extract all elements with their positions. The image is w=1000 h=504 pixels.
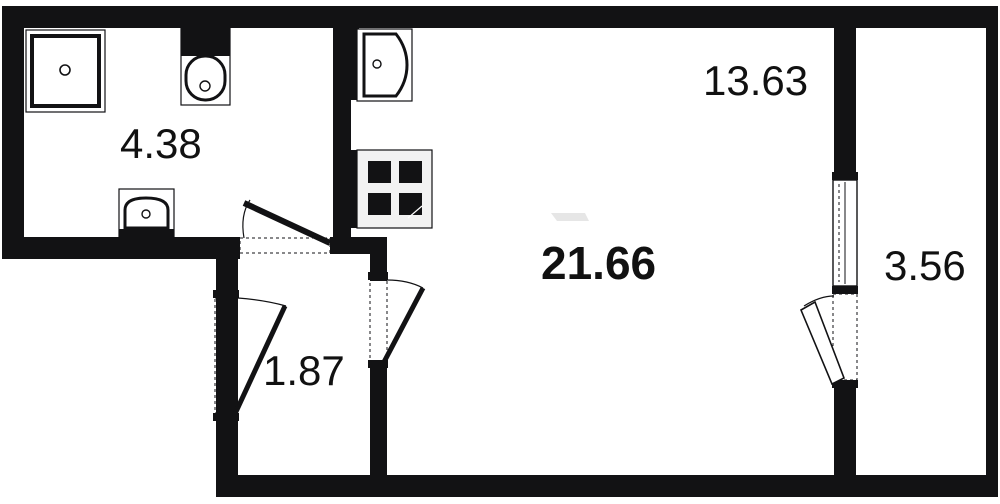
wall-stub: [368, 360, 388, 368]
cooktop-icon: [356, 149, 433, 229]
doors: [214, 179, 858, 418]
bathroom-door: [239, 199, 332, 254]
washbasin-icon: [118, 188, 175, 238]
wall-hallway-partition-bottom: [370, 363, 387, 477]
wall-bathroom-bottom: [2, 237, 240, 259]
bathroom-area-label: 4.38: [120, 120, 202, 167]
balcony-window: [832, 179, 858, 287]
kitchen-counter-strip-bottom: [351, 150, 359, 228]
wall-balcony-bottom: [834, 386, 856, 497]
toilet-icon: [180, 27, 231, 106]
kitchen-sink-icon: [356, 28, 413, 102]
wall-stub: [832, 286, 858, 294]
wall-hallway-left: [216, 237, 238, 494]
hallway-room-door: [369, 279, 426, 364]
kitchen-counter-strip-top: [351, 28, 359, 100]
total-area-label: 21.66: [541, 237, 657, 289]
wall-hallway-partition-top: [370, 237, 387, 281]
wall-bottom: [216, 475, 998, 497]
wall-balcony-top: [834, 6, 856, 178]
wall-stub: [832, 380, 858, 388]
shower-tray-icon: [25, 29, 106, 113]
main-room-area-label: 13.63: [703, 57, 809, 104]
balcony-area-label: 3.56: [884, 242, 966, 289]
wall-stub: [368, 272, 388, 280]
wall-stub: [832, 172, 858, 180]
shadow-mark: [551, 213, 589, 221]
wall-left-bathroom: [2, 6, 24, 259]
wall-bathroom-right: [333, 28, 351, 254]
walls: [2, 6, 998, 497]
wall-stub: [213, 413, 239, 421]
wall-stub: [213, 290, 239, 298]
wall-balcony-outer: [986, 6, 998, 497]
hallway-area-label: 1.87: [263, 347, 345, 394]
wall-top: [2, 6, 998, 28]
hallway-entry-door: [214, 297, 288, 418]
balcony-door: [799, 293, 858, 386]
